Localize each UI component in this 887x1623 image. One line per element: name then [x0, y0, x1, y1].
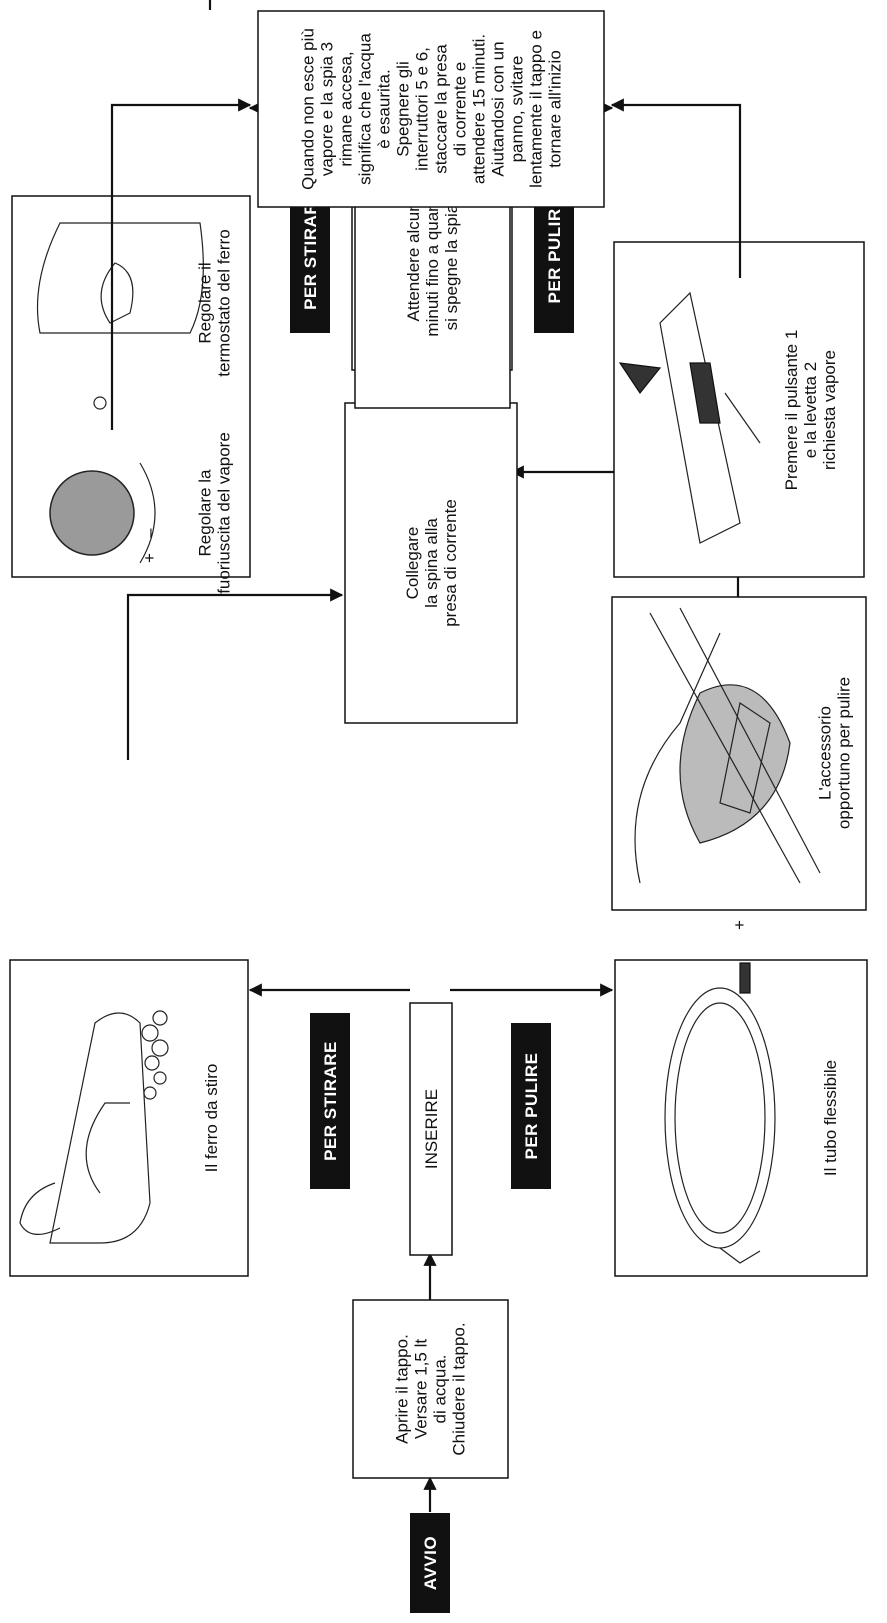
accessory-text: L'accessorioopportuno per pulire [816, 677, 854, 829]
arrow-iron-to-connect [126, 588, 344, 760]
text-line: Il tubo flessibile [821, 1060, 840, 1176]
per-pulire-label-1: PER PULIRE [522, 1052, 541, 1159]
text-line: attendere 15 minuti. [470, 34, 489, 184]
adjust-thermostat-text: Regolare iltermostato del ferro [196, 229, 234, 376]
plus-sign: + [730, 920, 749, 930]
steam-knob-icon [49, 470, 135, 556]
press-button-text: Premere il pulsante 1e la levetta 2richi… [782, 330, 839, 491]
text-line: tornare all'inizio [546, 50, 565, 168]
text-line: Aiutandosi con un [489, 41, 508, 176]
iron-box: Il ferro da stiro [9, 959, 249, 1277]
text-line: rimane accesa, [337, 51, 356, 166]
per-stirare-label-1: PER STIRARE [321, 1041, 340, 1161]
inserire-text: INSERIRE [422, 1089, 441, 1169]
connect-plug-text: Collegarela spina allapresa di corrente [403, 499, 460, 627]
text-line: presa di corrente [441, 499, 460, 627]
inserire-box: INSERIRE [409, 1002, 453, 1256]
text-line: Regolare il [196, 262, 215, 343]
hose-illustration [664, 962, 776, 1264]
steam-icon [141, 1010, 169, 1100]
accessory-illustration [634, 607, 821, 884]
refill-text: Quando non esce piùvapore e la spia 3rim… [299, 28, 565, 190]
per-stirare-banner-1: PER STIRARE [310, 1013, 350, 1189]
text-line: Collegare [403, 527, 422, 600]
text-line: Aprire il tappo. [393, 1334, 412, 1444]
per-stirare-label-2: PER STIRARE [301, 190, 320, 310]
text-line: termostato del ferro [215, 229, 234, 376]
text-line: la spina alla [422, 518, 441, 608]
arrow-press-to-refill [610, 98, 742, 278]
text-line: è esaurita. [375, 69, 394, 148]
adjust-steam-text: Regolare lafuoriuscita del vapore [196, 432, 234, 594]
fill-water-box: Aprire il tappo.Versare 1,5 ltdi acqua.C… [352, 1299, 509, 1479]
text-line: opportuno per pulire [835, 677, 854, 829]
iron-illustration [19, 1010, 169, 1244]
text-line: interruttori 5 e 6, [413, 47, 432, 171]
refill-box: Quando non esce piùvapore e la spia 3rim… [257, 10, 605, 208]
hose-text: Il tubo flessibile [821, 1060, 840, 1176]
text-line: minuti fino a quando [423, 183, 442, 336]
text-line: lentamente il tappo e [527, 30, 546, 188]
per-pulire-label-2: PER PULIRE [545, 196, 564, 303]
text-line: e la levetta 2 [801, 362, 820, 458]
knob-plus: + [140, 553, 159, 563]
text-line: Spegnere gli [394, 61, 413, 156]
text-line: richiesta vapore [820, 350, 839, 470]
text-line: di acqua. [431, 1355, 450, 1424]
rotated-diagram-top: – + Regolare lafuoriuscita del vapore Re… [11, 10, 865, 594]
text-line: Regolare la [196, 469, 215, 556]
handle-illustration [618, 291, 761, 544]
text-line: INSERIRE [422, 1089, 441, 1169]
text-line: Il ferro da stiro [202, 1064, 221, 1173]
connect-plug-box: Collegarela spina allapresa di corrente [344, 402, 518, 724]
fill-water-text: Aprire il tappo.Versare 1,5 ltdi acqua.C… [393, 1322, 469, 1455]
text-line: Chiudere il tappo. [450, 1322, 469, 1455]
arrow-adjust-to-refill [110, 98, 252, 430]
steam-knob-illustration: – + [49, 462, 159, 564]
per-pulire-banner-1: PER PULIRE [511, 1023, 551, 1189]
wait-text: Attendere alcuniminuti fino a quandosi s… [404, 183, 461, 336]
per-stirare-banner-2: PER STIRARE [290, 167, 330, 333]
text-line: staccare la presa [432, 44, 451, 174]
text-line: Attendere alcuni [404, 199, 423, 322]
text-line: significa che l'acqua [356, 33, 375, 185]
text-line: Premere il pulsante 1 [782, 330, 801, 491]
accessory-box: L'accessorioopportuno per pulire [611, 596, 867, 911]
avvio-label: AVVIO [421, 1536, 440, 1590]
avvio-banner: AVVIO [410, 1513, 450, 1613]
adjust-box: – + Regolare lafuoriuscita del vapore Re… [11, 195, 251, 594]
hose-box: Il tubo flessibile [614, 959, 868, 1277]
text-line: Versare 1,5 lt [412, 1339, 431, 1439]
text-line: Quando non esce più [299, 28, 318, 190]
iron-text: Il ferro da stiro [202, 1064, 221, 1173]
text-line: L'accessorio [816, 706, 835, 800]
text-line: panno, svitare [508, 56, 527, 163]
text-line: di corrente e [451, 62, 470, 157]
text-line: vapore e la spia 3 [318, 42, 337, 176]
text-line: si spegne la spia 3 [442, 190, 461, 331]
knob-minus: – [140, 528, 159, 538]
text-line: fuoriuscita del vapore [215, 432, 234, 594]
per-pulire-banner-2: PER PULIRE [534, 167, 574, 333]
press-button-box: Premere il pulsante 1e la levetta 2richi… [613, 241, 865, 578]
thermostat-illustration [36, 222, 204, 410]
